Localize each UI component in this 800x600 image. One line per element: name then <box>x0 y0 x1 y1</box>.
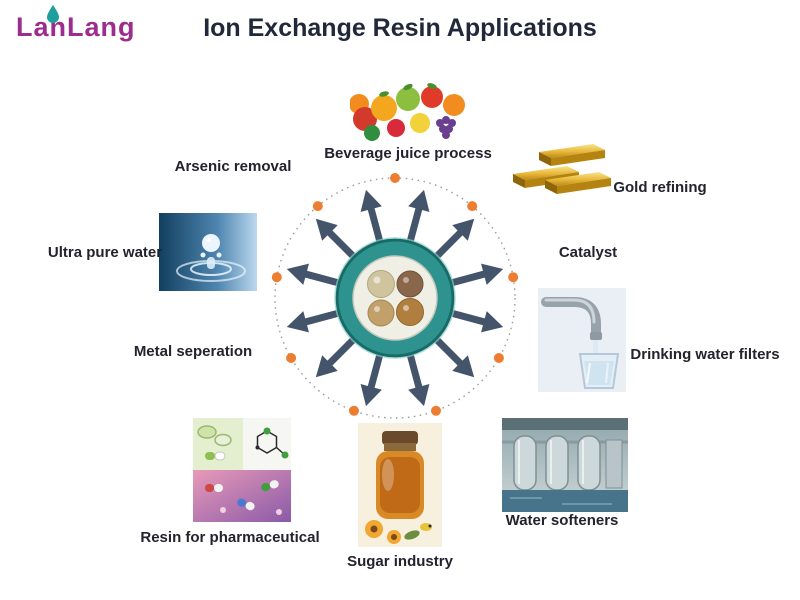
faucet-glass-image <box>538 288 626 392</box>
logo-text: LanLang <box>16 12 136 42</box>
label-arsenic-removal: Arsenic removal <box>174 158 292 175</box>
water-droplet-image <box>159 213 257 291</box>
gold-bars-image <box>513 136 615 206</box>
label-gold-refining: Gold refining <box>613 179 707 196</box>
sugar-honey-jar-image <box>358 423 442 547</box>
label-water-softeners: Water softeners <box>505 512 619 529</box>
label-catalyst: Catalyst <box>558 244 618 261</box>
resin-hub <box>334 237 456 359</box>
label-beverage-juice-process: Beverage juice process <box>324 145 492 162</box>
beverage-fruits-image <box>350 78 468 142</box>
label-sugar-industry: Sugar industry <box>347 553 453 570</box>
label-metal-seperation: Metal seperation <box>133 343 253 360</box>
water-softener-plant-image <box>502 418 628 512</box>
water-drop-icon <box>47 5 59 23</box>
page-title: Ion Exchange Resin Applications <box>203 14 597 42</box>
lanlang-logo: LanLang <box>16 5 166 48</box>
orbit-dots <box>271 173 519 416</box>
resin-beads <box>367 270 424 327</box>
pharma-collage-image <box>193 418 291 522</box>
label-ultra-pure-water: Ultra pure water <box>47 244 163 261</box>
label-resin-for-pharmaceutical: Resin for pharmaceutical <box>140 529 320 546</box>
filter-plate <box>352 255 438 341</box>
label-drinking-water-filters: Drinking water filters <box>630 346 780 363</box>
radial-arrows <box>286 189 504 407</box>
